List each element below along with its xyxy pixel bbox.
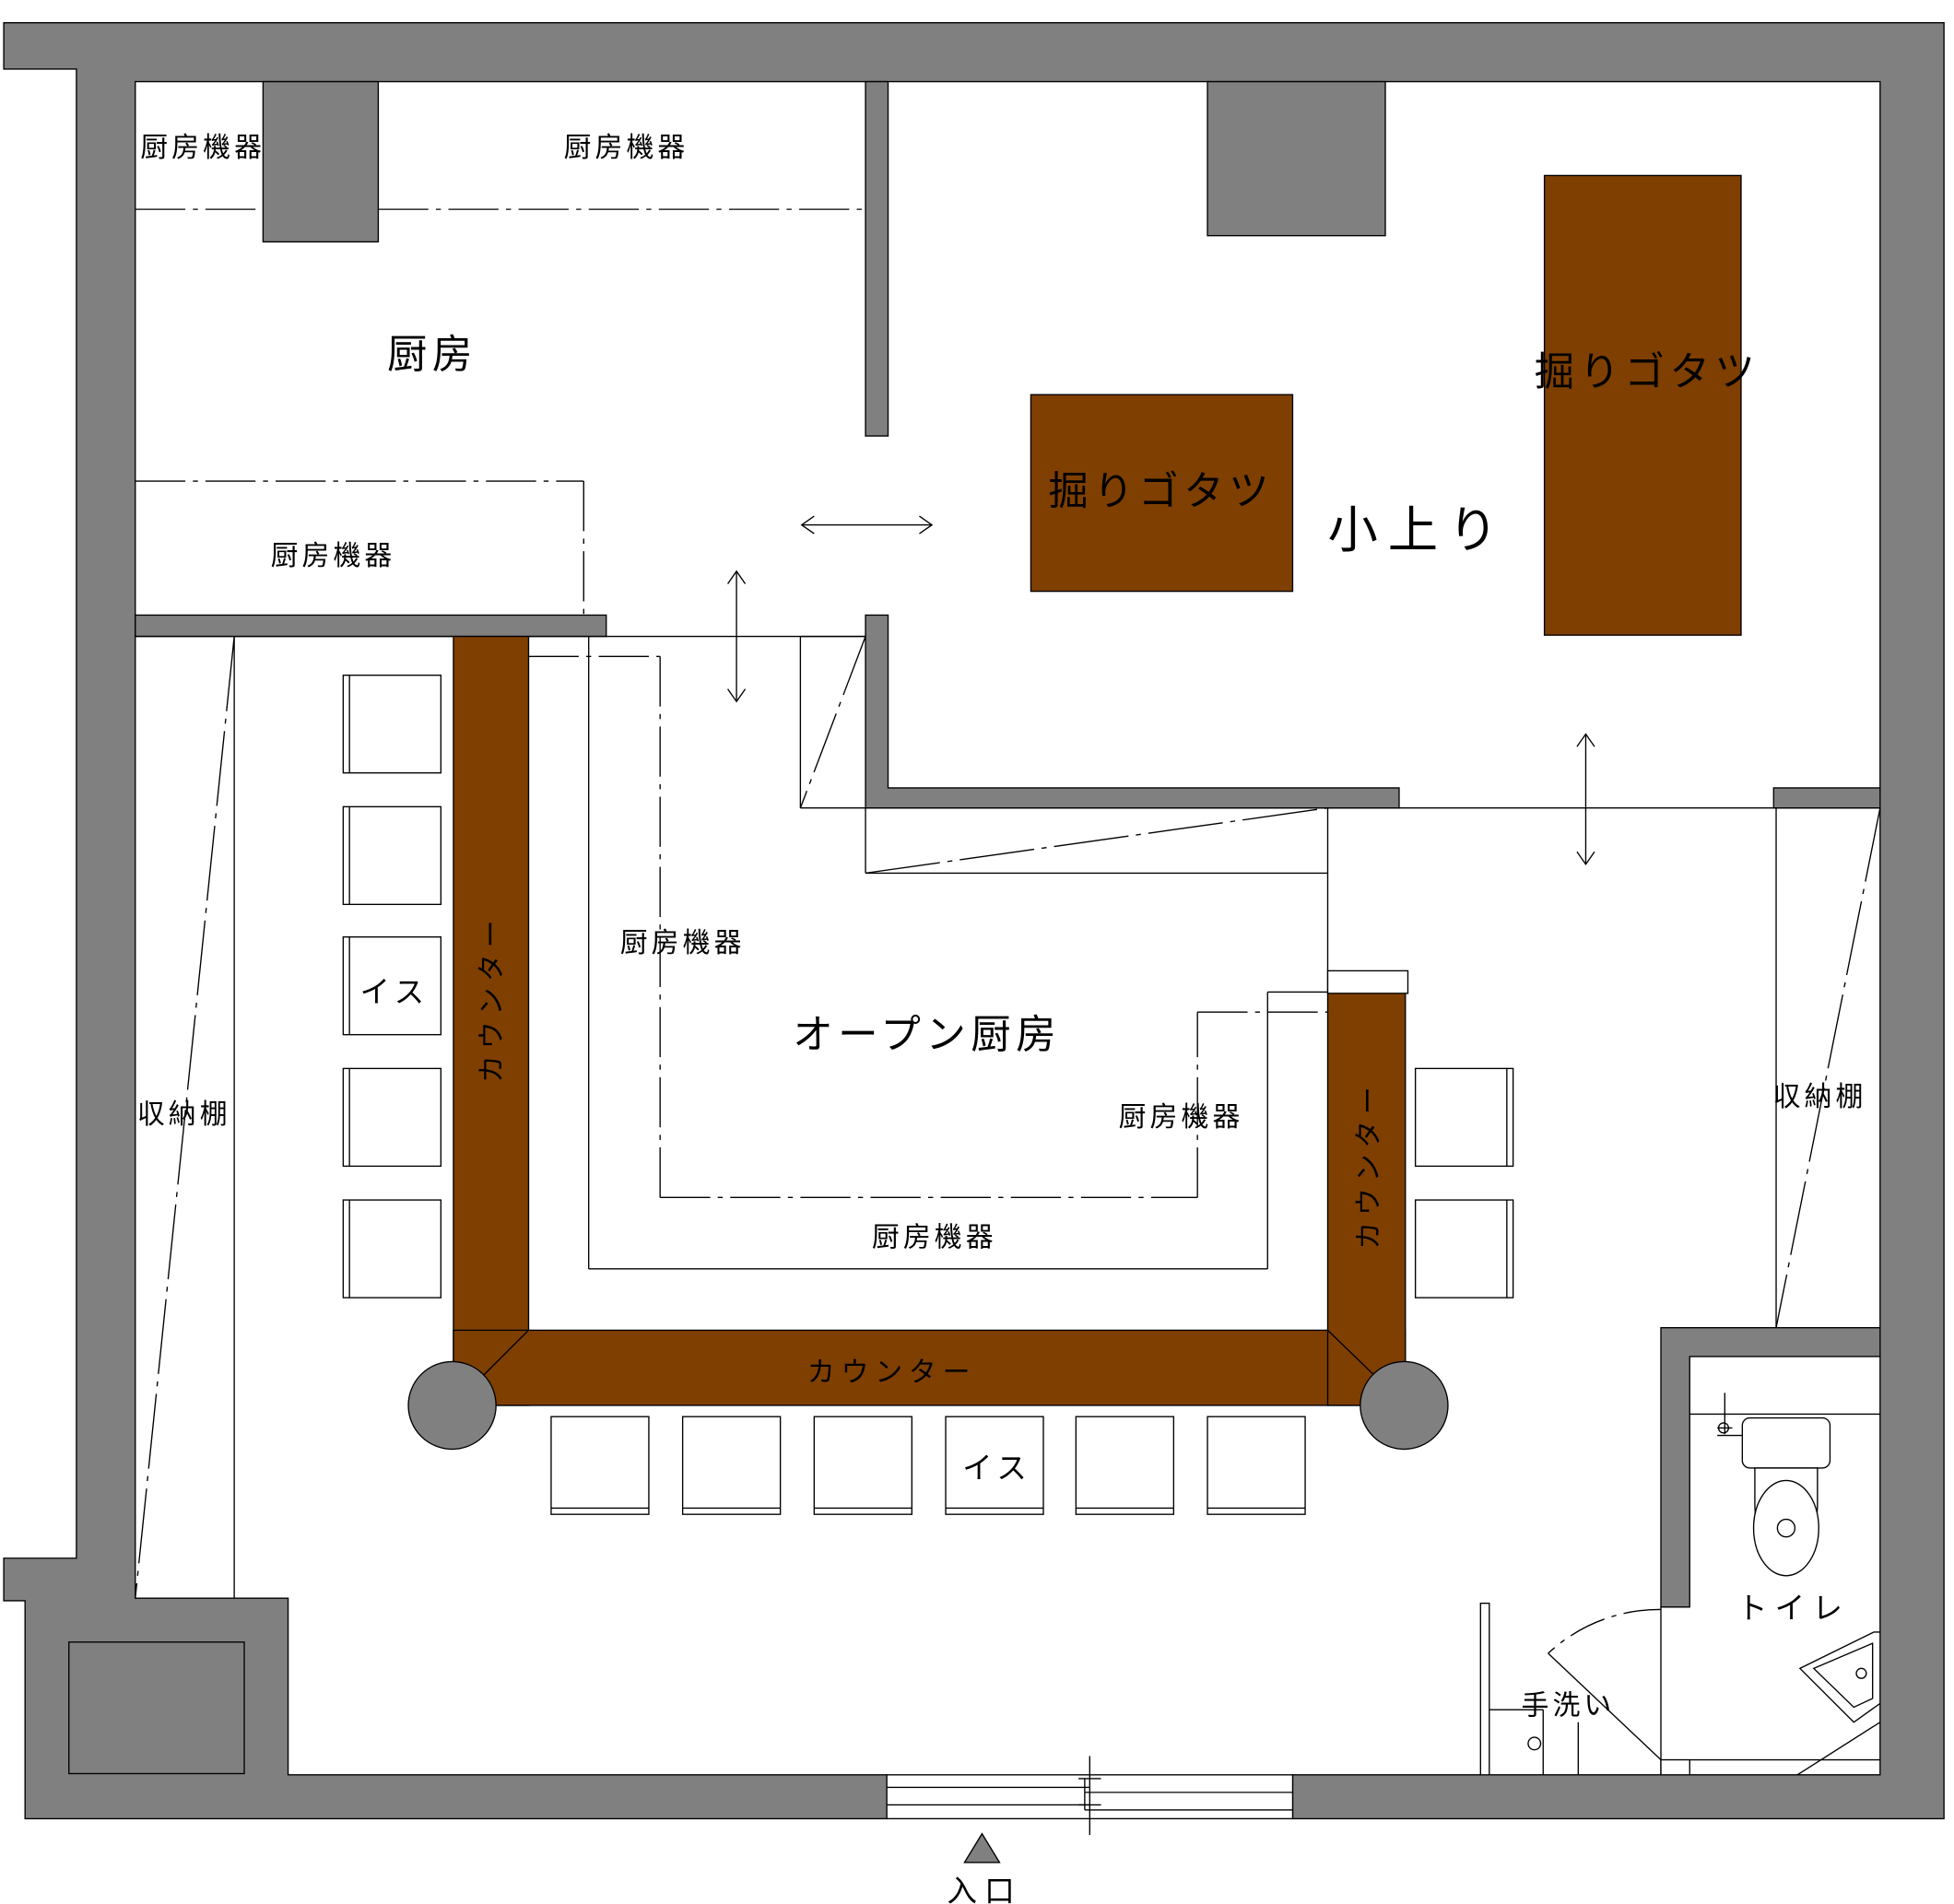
chairs-bottom: [550, 1416, 1306, 1515]
label-horigotatsu-right: 掘りゴタツ: [1535, 350, 1760, 396]
label-counter-bottom: カウンター: [807, 1357, 976, 1389]
chair: [342, 1199, 442, 1299]
wall-raised-room-right: [1772, 787, 1881, 809]
chair: [813, 1416, 913, 1515]
chairs-right: [1414, 1067, 1514, 1299]
label-kitchen: 厨房: [387, 333, 477, 379]
chairs-left: [342, 674, 442, 1299]
label-toilet: トイレ: [1737, 1591, 1850, 1626]
chair: [1414, 1067, 1514, 1168]
label-counter-left: カウンター: [477, 914, 509, 1083]
entrance-marker-icon: [963, 1832, 1001, 1863]
chair: [945, 1416, 1044, 1515]
label-counter-right: カウンター: [1353, 1080, 1385, 1249]
counter: [407, 635, 1449, 1451]
label-storage-shelf-left: 収納棚: [137, 1099, 231, 1131]
toilet-tank: [1741, 1416, 1831, 1469]
wall-raised-room-lower: [865, 614, 1400, 809]
label-kitchen-equipment-2: 厨房機器: [564, 132, 689, 164]
label-open-kitchen: オープン厨房: [793, 1013, 1061, 1059]
label-chair-bottom: イス: [962, 1451, 1031, 1486]
chair: [1207, 1416, 1306, 1515]
hand-wash-partition: [1479, 1602, 1490, 1776]
wall-kitchen-divider-upper: [865, 80, 889, 437]
label-entrance: 入口: [947, 1874, 1022, 1904]
counter-bottom: [453, 1329, 1407, 1406]
outer-walls: [3, 21, 1945, 1820]
chair: [1075, 1416, 1175, 1515]
counter-right-cap: [1326, 970, 1409, 994]
chair: [550, 1416, 650, 1515]
stair-shaft: [68, 1641, 245, 1775]
dining-lines: [135, 635, 1881, 1599]
chair: [342, 936, 442, 1036]
label-kitchen-equipment-1: 厨房機器: [140, 132, 265, 164]
restroom: [1479, 1393, 1881, 1776]
chair: [342, 674, 442, 774]
label-storage-shelf-right: 収納棚: [1773, 1081, 1867, 1113]
label-raised-room: 小上り: [1328, 501, 1509, 559]
label-horigotatsu-left: 掘りゴタツ: [1049, 469, 1275, 515]
chair: [681, 1416, 782, 1515]
label-kitchen-equipment-5: 厨房機器: [1119, 1101, 1244, 1134]
chair: [342, 805, 442, 906]
corner-sink: [1798, 1631, 1881, 1723]
pillar-left: [407, 1360, 497, 1451]
wall-stub-top-right: [1207, 80, 1386, 237]
chair: [1414, 1199, 1514, 1299]
label-hand-wash: 手洗い: [1522, 1690, 1616, 1722]
chair: [342, 1067, 442, 1168]
wall-stub-top-left: [262, 80, 380, 243]
counter-left: [453, 635, 530, 1406]
wall-kitchen-bottom: [135, 614, 607, 638]
entrance-door: [886, 1756, 1294, 1836]
pillar-right: [1360, 1360, 1449, 1451]
label-kitchen-equipment-6: 厨房機器: [872, 1221, 997, 1253]
kitchen-area: [135, 208, 866, 616]
horigotatsu-table-left: [1030, 394, 1294, 593]
horigotatsu-table-right: [1543, 174, 1742, 636]
label-kitchen-equipment-4: 厨房機器: [620, 927, 746, 959]
label-kitchen-equipment-3: 厨房機器: [271, 540, 396, 572]
label-chair-left: イス: [360, 974, 430, 1009]
passage-arrows: [727, 515, 1595, 866]
